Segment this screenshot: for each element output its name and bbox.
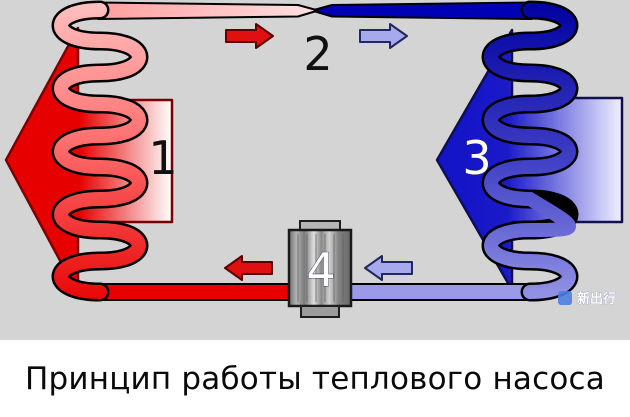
label-evaporator: 3 xyxy=(462,131,491,185)
flow-arrow-top-hot-icon xyxy=(225,23,274,49)
heat-pump-cycle-diagram: 1 2 3 4 新出行 xyxy=(0,0,630,340)
compressor xyxy=(287,220,353,318)
flow-arrow-bottom-hot-icon xyxy=(224,255,273,281)
expansion-valve xyxy=(97,1,319,20)
condenser-coil xyxy=(51,0,149,302)
label-expansion-valve: 2 xyxy=(303,27,332,81)
compressor-foot xyxy=(300,305,340,318)
compressor-ribs xyxy=(297,234,344,302)
cold-pipe-top xyxy=(311,1,533,20)
label-compressor: 4 xyxy=(306,243,335,297)
label-condenser: 1 xyxy=(148,131,177,185)
flow-arrow-top-cold-icon xyxy=(359,23,408,49)
watermark-logo-icon xyxy=(558,291,572,305)
flow-arrow-bottom-cold-icon xyxy=(364,255,413,281)
evaporator-coil xyxy=(481,0,579,302)
watermark-text: 新出行 xyxy=(577,291,616,307)
watermark: 新出行 xyxy=(558,291,616,307)
diagram-caption: Принцип работы теплового насоса xyxy=(25,360,605,397)
